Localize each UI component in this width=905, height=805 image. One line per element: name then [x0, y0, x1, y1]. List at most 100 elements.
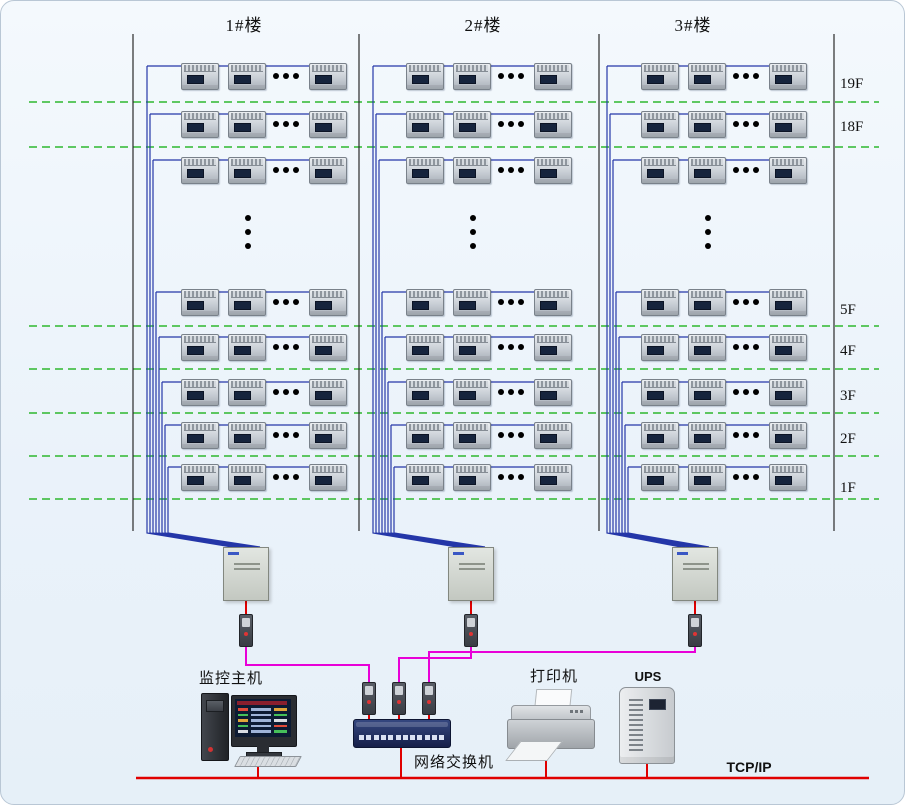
computer-screen: [235, 699, 291, 737]
floor-label: 18F: [840, 119, 864, 135]
energy-meter: [688, 157, 726, 184]
building-label-1: 1#楼: [225, 16, 263, 35]
energy-meter: [228, 464, 266, 491]
energy-meter: [641, 422, 679, 449]
screen-content-bar: [274, 713, 287, 716]
floor-label: 5F: [840, 302, 856, 318]
data-collector-box: [223, 547, 269, 601]
screen-content-bar: [238, 724, 248, 727]
energy-meter: [641, 63, 679, 90]
screen-content-bar: [251, 724, 271, 727]
energy-meter: [688, 289, 726, 316]
energy-meter: [641, 464, 679, 491]
energy-meter: [181, 379, 219, 406]
energy-meter: [769, 379, 807, 406]
screen-content-bar: [238, 730, 248, 733]
tcpip-bus-label: TCP/IP: [726, 759, 772, 775]
energy-meter: [534, 289, 572, 316]
energy-meter: [228, 422, 266, 449]
ellipsis-dots-horizontal: [498, 167, 504, 173]
floor-label: 2F: [840, 431, 856, 447]
energy-meter: [534, 379, 572, 406]
energy-meter: [181, 464, 219, 491]
energy-meter: [769, 464, 807, 491]
energy-meter: [406, 63, 444, 90]
monitor-host-label: 监控主机: [198, 671, 263, 687]
energy-meter: [453, 464, 491, 491]
energy-meter: [688, 422, 726, 449]
building-boundary-lines: [132, 34, 835, 531]
energy-meter: [769, 289, 807, 316]
switch-label: 网络交换机: [413, 755, 494, 771]
ellipsis-dots-horizontal: [733, 474, 739, 480]
energy-meter: [641, 111, 679, 138]
energy-meter: [688, 464, 726, 491]
switch-port: [417, 735, 423, 740]
energy-meter: [228, 157, 266, 184]
ellipsis-dots-horizontal: [273, 299, 279, 305]
ellipsis-dots-vertical: [705, 215, 711, 221]
energy-meter: [228, 111, 266, 138]
energy-meter: [534, 334, 572, 361]
energy-meter: [453, 379, 491, 406]
energy-meter: [181, 289, 219, 316]
energy-meter: [688, 111, 726, 138]
energy-meter: [181, 422, 219, 449]
energy-meter: [406, 422, 444, 449]
energy-meter: [534, 63, 572, 90]
ellipsis-dots-horizontal: [273, 167, 279, 173]
energy-meter: [228, 63, 266, 90]
energy-meter: [453, 289, 491, 316]
energy-meter: [309, 379, 347, 406]
energy-meter: [688, 379, 726, 406]
energy-meter: [406, 157, 444, 184]
energy-meter: [453, 334, 491, 361]
building-label-3: 3#楼: [674, 16, 712, 35]
data-collector-box: [672, 547, 718, 601]
ellipsis-dots-vertical: [470, 215, 476, 221]
ellipsis-dots-horizontal: [498, 121, 504, 127]
energy-meter: [769, 422, 807, 449]
ellipsis-dots-horizontal: [273, 474, 279, 480]
floor-label: 1F: [840, 480, 856, 496]
energy-meter: [641, 334, 679, 361]
energy-meter: [641, 289, 679, 316]
energy-meter: [309, 464, 347, 491]
energy-meter: [769, 157, 807, 184]
ellipsis-dots-horizontal: [733, 344, 739, 350]
building-label-2: 2#楼: [464, 16, 502, 35]
serial-converter: [688, 614, 702, 647]
switch-port: [395, 735, 401, 740]
energy-meter: [688, 63, 726, 90]
energy-meter: [228, 379, 266, 406]
energy-meter: [688, 334, 726, 361]
ellipsis-dots-horizontal: [498, 73, 504, 79]
energy-meter: [534, 111, 572, 138]
ellipsis-dots-horizontal: [733, 121, 739, 127]
energy-meter: [534, 157, 572, 184]
energy-meter: [769, 334, 807, 361]
data-collector-box: [448, 547, 494, 601]
energy-meter: [453, 157, 491, 184]
serial-converter: [422, 682, 436, 715]
energy-meter: [534, 464, 572, 491]
floor-label: 19F: [840, 76, 864, 92]
serial-converter: [239, 614, 253, 647]
floor-separator-lines: [29, 101, 879, 500]
energy-meter: [181, 63, 219, 90]
energy-meter: [406, 334, 444, 361]
ups-label: UPS: [634, 669, 662, 684]
energy-meter: [309, 334, 347, 361]
screen-content-bar: [274, 724, 287, 727]
serial-converter: [392, 682, 406, 715]
floor-label: 3F: [840, 388, 856, 404]
ellipsis-dots-horizontal: [498, 432, 504, 438]
magenta-comm-links: [245, 647, 696, 682]
energy-meter: [406, 464, 444, 491]
ellipsis-dots-horizontal: [273, 121, 279, 127]
switch-port: [432, 735, 437, 740]
floor-label: 4F: [840, 343, 856, 359]
energy-meter: [406, 379, 444, 406]
